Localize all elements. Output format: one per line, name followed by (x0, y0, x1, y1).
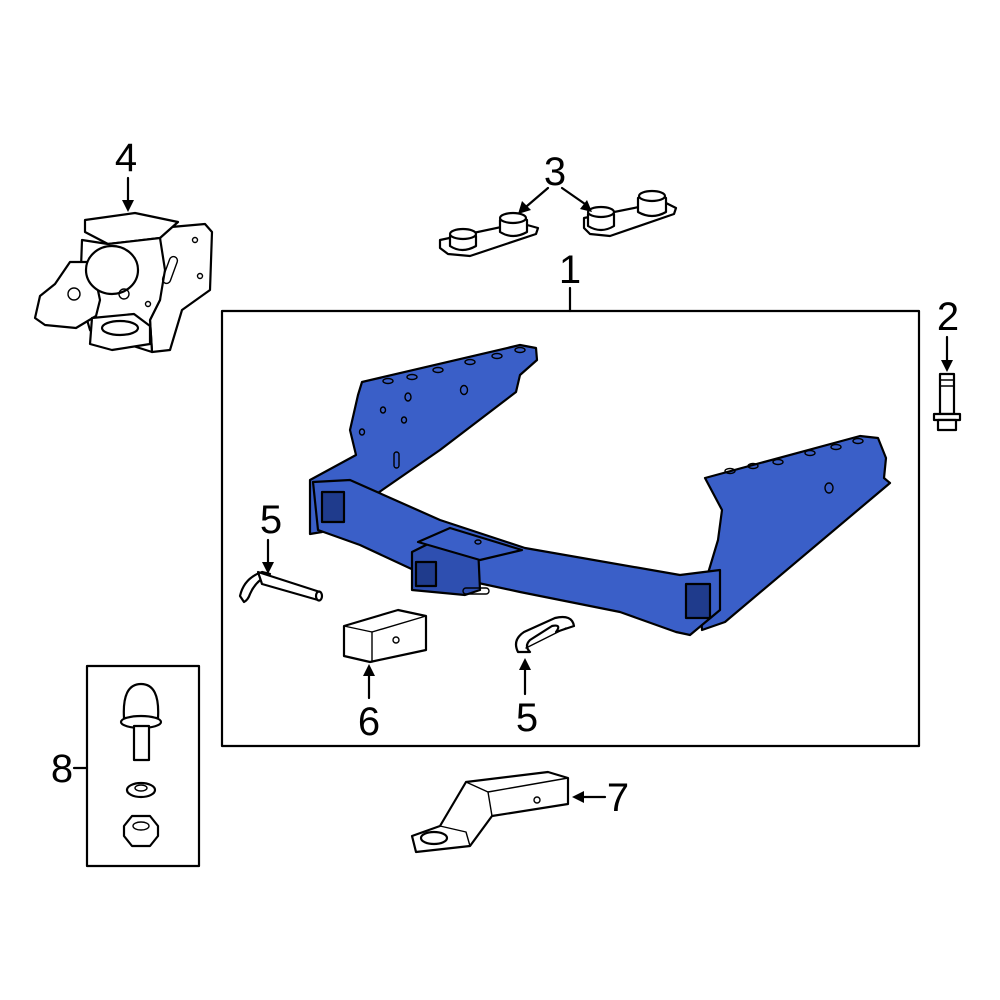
callout-5a-label[interactable]: 5 (260, 498, 282, 542)
callout-5b-label[interactable]: 5 (516, 696, 538, 740)
callout-5b-arrow (519, 658, 531, 670)
bolt-flange (932, 412, 962, 422)
bolt-part[interactable] (932, 372, 962, 432)
hitch-assembly[interactable] (308, 343, 892, 637)
callout-8-label[interactable]: 8 (51, 747, 73, 791)
callout-7-label[interactable]: 7 (607, 776, 629, 820)
callout-7-arrow (572, 791, 584, 803)
callout-4-label[interactable]: 4 (115, 136, 137, 180)
hitch-receiver-opening (414, 560, 438, 588)
callout-3-label[interactable]: 3 (544, 150, 566, 194)
lock-washer-part[interactable] (125, 781, 157, 799)
support-bracket-part[interactable] (33, 211, 214, 354)
hitch-right-tube-end (684, 582, 712, 620)
callout-6-label[interactable]: 6 (358, 700, 380, 744)
callout-3-arrow-left (518, 201, 531, 214)
callout-1-label[interactable]: 1 (559, 248, 581, 292)
hitch-receiver-top (416, 526, 524, 562)
hitch-pin-part[interactable] (238, 570, 324, 604)
hitch-cross-tube (311, 478, 722, 637)
hitch-mounting-holes (358, 346, 864, 595)
bolt-head (936, 418, 958, 432)
callout-3-leader-right (560, 186, 587, 206)
bracket-part-right[interactable] (582, 189, 678, 238)
callout-6-arrow (363, 664, 375, 676)
callout-3-arrow-right (580, 200, 592, 212)
hex-nut-part[interactable] (122, 814, 160, 848)
hitch-right-bracket (698, 434, 892, 632)
callout-4-arrow (122, 200, 134, 212)
ball-kit-box (85, 664, 201, 868)
hitch-clip-part[interactable] (514, 615, 576, 654)
ball-mount-part[interactable] (410, 770, 570, 854)
callout-5a-arrow (262, 562, 274, 574)
hitch-ball-part[interactable] (119, 682, 163, 762)
hitch-left-tube-end (320, 490, 346, 524)
receiver-insert-part[interactable] (342, 608, 428, 664)
bracket-part-left[interactable] (438, 211, 540, 258)
callout-2-arrow (941, 360, 953, 372)
callout-2-label[interactable]: 2 (937, 295, 959, 339)
callout-3-leader-left (525, 186, 550, 208)
